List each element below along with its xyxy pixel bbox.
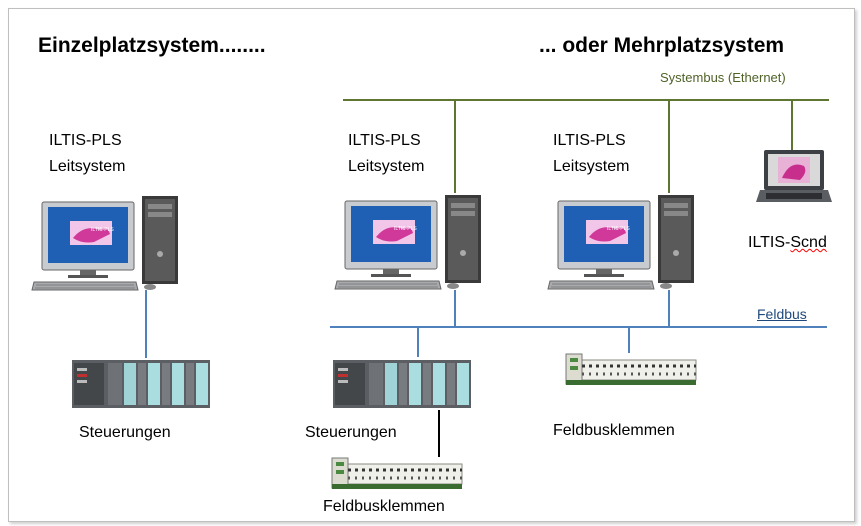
station-left-line1: ILTIS-PLS [49,132,122,149]
station-label-middle: ILTIS-PLS Leitsystem [348,128,424,180]
station-right-line1: ILTIS-PLS [553,132,626,149]
station-middle-line1: ILTIS-PLS [348,132,421,149]
station-right-line2: Leitsystem [553,158,630,175]
pc-workstation-left [31,195,179,291]
terminal-block-right [564,352,698,387]
feldbus-label: Feldbus [757,306,807,322]
steuerungen-right-label: Steuerungen [305,424,397,441]
title-mehrplatz: ... oder Mehrplatzsystem [539,34,785,57]
plc-right [333,360,471,408]
station-label-left: ILTIS-PLS Leitsystem [49,128,125,180]
feldbus-line [145,290,827,358]
laptop-label-suffix: Scnd [790,234,827,251]
laptop-label: ILTIS-Scnd [748,230,827,256]
feldbusklemmen-right-label: Feldbusklemmen [553,422,675,439]
title-einzelplatz: Einzelplatzsystem........ [38,34,266,57]
steuerungen-left-label: Steuerungen [79,424,171,441]
laptop-icon [756,150,832,202]
systembus-label: Systembus (Ethernet) [660,70,786,85]
terminal-block-bottom [330,456,464,491]
feldbusklemmen-bottom-label: Feldbusklemmen [323,498,445,515]
pc-workstation-middle [334,194,482,290]
pc-workstation-right [547,194,695,290]
systembus-line [343,99,829,193]
plc-left [72,360,210,408]
station-middle-line2: Leitsystem [348,158,425,175]
laptop-label-prefix: ILTIS- [748,234,791,251]
station-left-line2: Leitsystem [49,158,126,175]
station-label-right: ILTIS-PLS Leitsystem [553,128,629,180]
